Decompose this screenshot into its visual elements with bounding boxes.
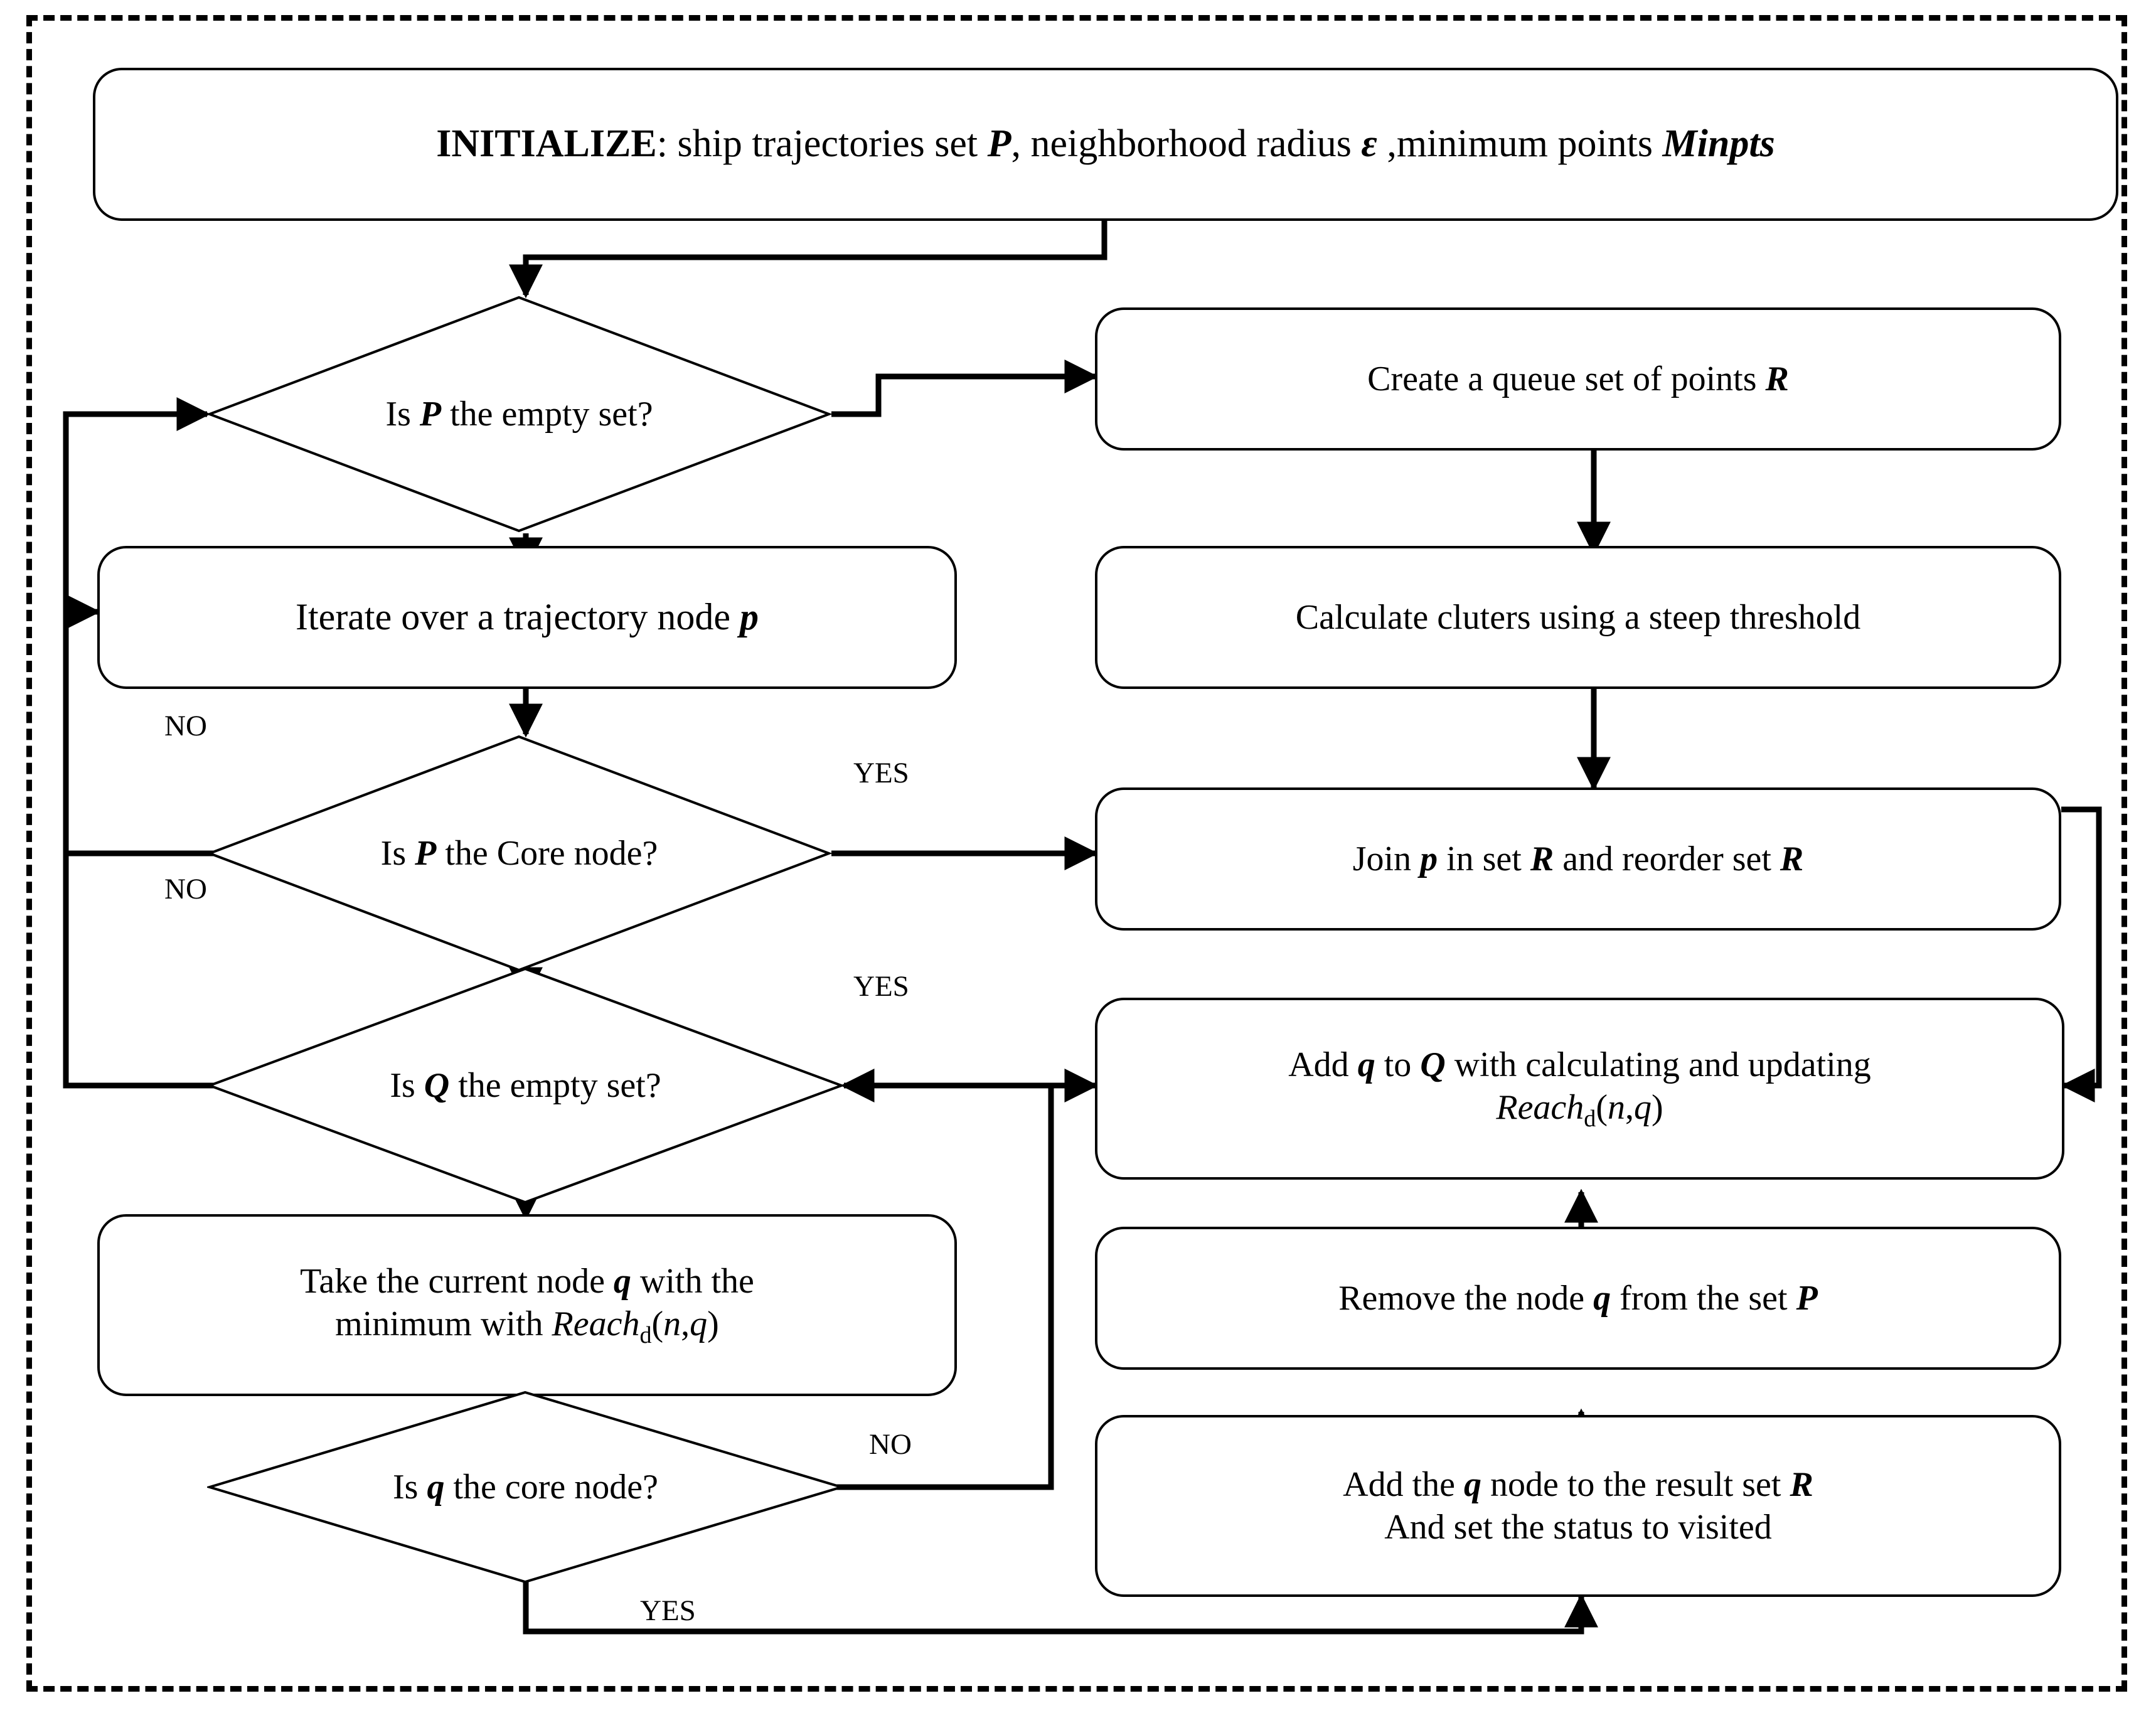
node-iterate-trajectory[interactable]: Iterate over a trajectory node p xyxy=(97,546,957,689)
node-initialize[interactable]: INITIALIZE: ship trajectories set P, nei… xyxy=(93,68,2118,221)
edge-label-no-is-p-core: NO xyxy=(164,873,207,905)
node-calculate-clusters[interactable]: Calculate cluters using a steep threshol… xyxy=(1095,546,2061,689)
diamond-shape xyxy=(207,967,844,1204)
node-add-q-to-Q-line2: Reachd(n,q) xyxy=(1496,1088,1663,1133)
node-add-q-result-line1: Add the q node to the result set R xyxy=(1343,1465,1813,1504)
node-is-p-empty-label: Is P the empty set? xyxy=(385,395,653,434)
node-calculate-clusters-text: Calculate cluters using a steep threshol… xyxy=(1295,597,1861,637)
edge-label-yes-is-q-empty: YES xyxy=(853,970,909,1003)
node-is-p-empty[interactable]: Is P the empty set? xyxy=(207,295,831,533)
edge-label-no-iterate: NO xyxy=(164,710,207,742)
node-join-p-set-r-text: Join p in set R and reorder set R xyxy=(1352,839,1804,878)
node-remove-node-q-text: Remove the node q from the set P xyxy=(1338,1278,1818,1318)
node-is-p-core-label: Is P the Core node? xyxy=(380,834,658,873)
node-initialize-text: INITIALIZE: ship trajectories set P, nei… xyxy=(436,122,1775,166)
node-take-current-node-line1: Take the current node q with the xyxy=(300,1262,754,1301)
node-add-q-to-Q[interactable]: Add q to Q with calculating and updating… xyxy=(1095,998,2064,1180)
diamond-shape xyxy=(207,296,831,533)
node-create-queue[interactable]: Create a queue set of points R xyxy=(1095,307,2061,451)
edge-label-yes-is-q-core: YES xyxy=(640,1594,696,1627)
edge-label-no-is-q-core: NO xyxy=(869,1428,912,1461)
node-join-p-set-r[interactable]: Join p in set R and reorder set R xyxy=(1095,787,2061,931)
edge-label-yes-is-p-core: YES xyxy=(853,757,909,789)
node-is-q-core[interactable]: Is q the core node? xyxy=(207,1390,844,1584)
node-create-queue-text: Create a queue set of points R xyxy=(1367,359,1789,398)
node-is-p-core[interactable]: Is P the Core node? xyxy=(207,734,831,973)
node-take-current-node[interactable]: Take the current node q with the minimum… xyxy=(97,1214,957,1396)
node-remove-node-q[interactable]: Remove the node q from the set P xyxy=(1095,1227,2061,1370)
node-add-q-result-line2: And set the status to visited xyxy=(1384,1508,1772,1547)
node-add-q-to-Q-line1: Add q to Q with calculating and updating xyxy=(1288,1045,1871,1085)
node-is-q-core-label: Is q the core node? xyxy=(393,1468,658,1507)
dashed-outer-frame xyxy=(26,15,2127,1692)
diamond-shape xyxy=(207,1390,844,1584)
node-take-current-node-line2: minimum with Reachd(n,q) xyxy=(335,1305,719,1349)
node-iterate-trajectory-text: Iterate over a trajectory node p xyxy=(296,596,759,638)
node-is-q-empty[interactable]: Is Q the empty set? xyxy=(207,966,844,1205)
node-is-q-empty-label: Is Q the empty set? xyxy=(390,1066,661,1105)
node-add-q-result[interactable]: Add the q node to the result set R And s… xyxy=(1095,1415,2061,1597)
